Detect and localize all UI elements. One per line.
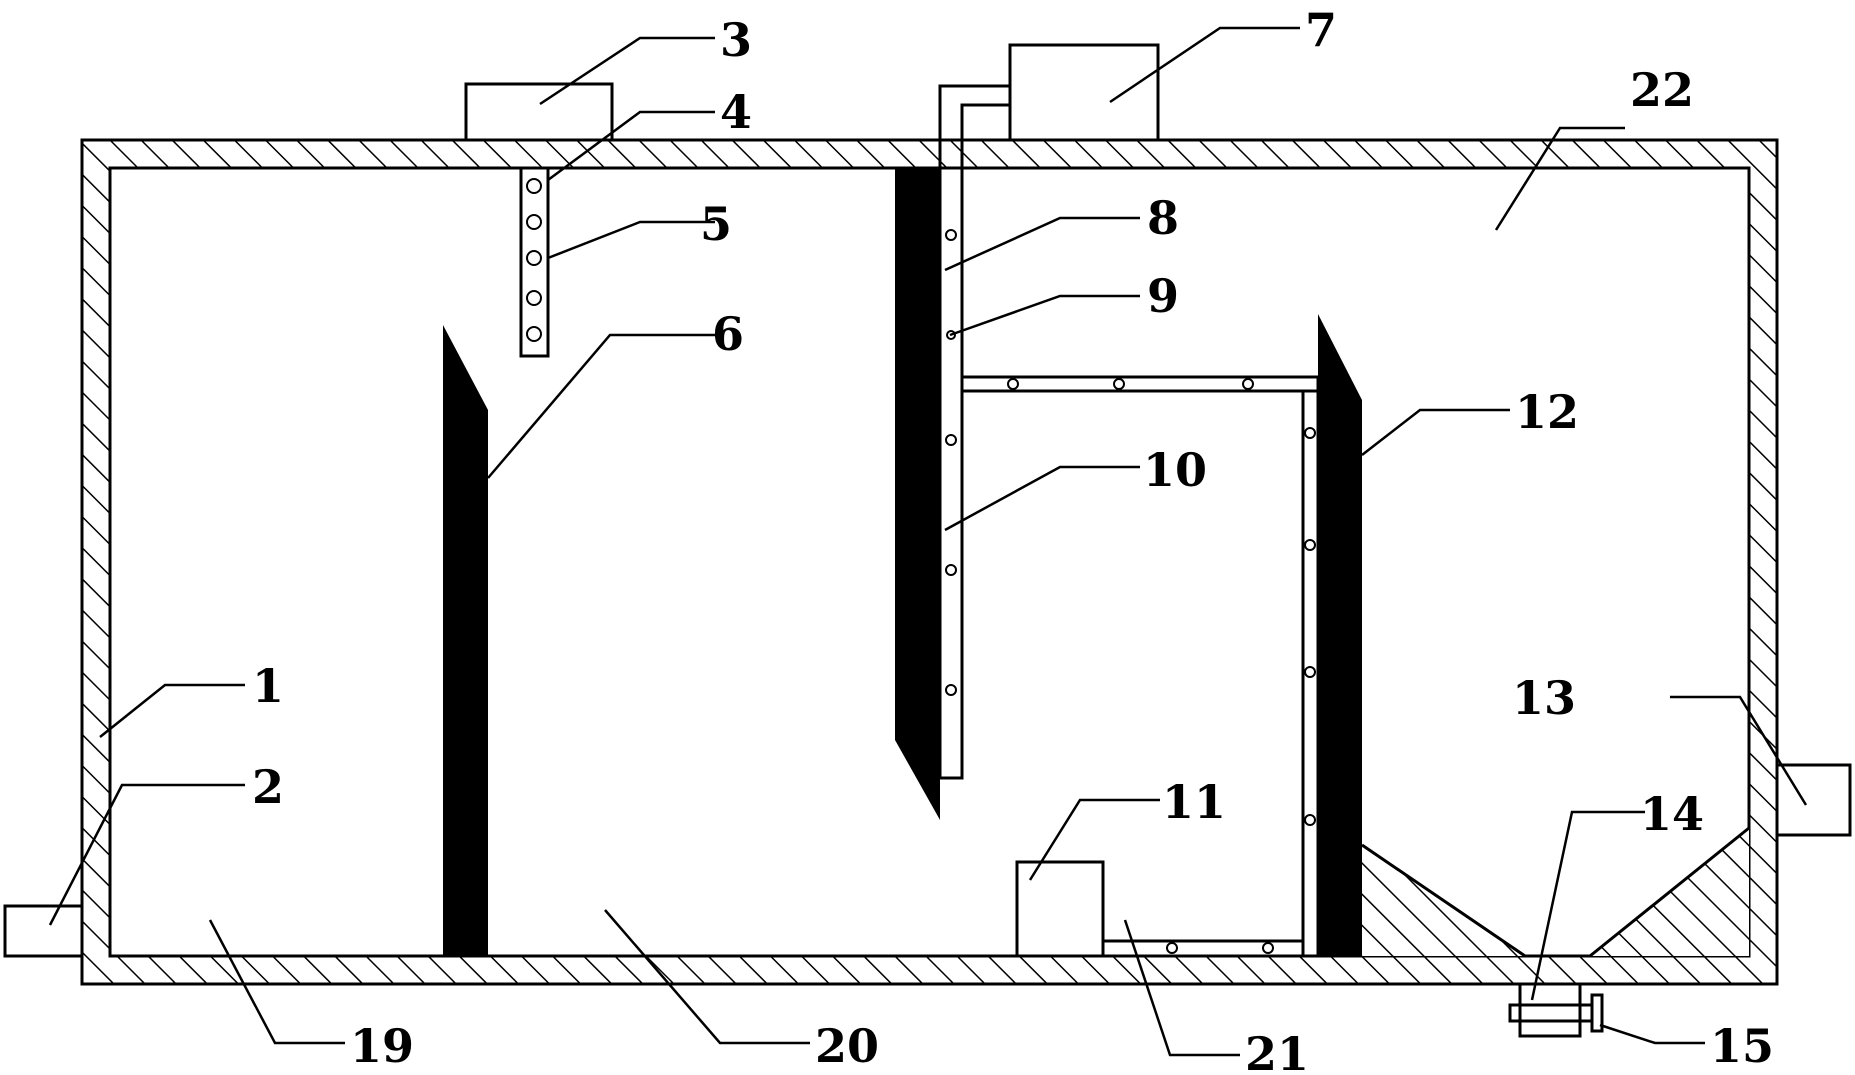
label-7: 7 bbox=[1305, 3, 1337, 57]
label-2: 2 bbox=[252, 760, 284, 814]
aeration-pipe-right-holes bbox=[1304, 427, 1316, 826]
label-5: 5 bbox=[700, 197, 732, 251]
outlet-pipe bbox=[1775, 763, 1852, 837]
label-21: 21 bbox=[1245, 1027, 1309, 1075]
hanging-baffle bbox=[895, 168, 940, 820]
label-10: 10 bbox=[1143, 443, 1207, 497]
sludge-hopper-fill bbox=[1362, 828, 1749, 956]
pump-box bbox=[1015, 860, 1105, 958]
label-22: 22 bbox=[1630, 63, 1694, 117]
air-pipe-inner bbox=[960, 103, 1010, 168]
aeration-pipe-vertical bbox=[938, 166, 964, 780]
label-20: 20 bbox=[815, 1019, 879, 1073]
label-15: 15 bbox=[1710, 1019, 1774, 1073]
perforated-pipe bbox=[519, 166, 550, 358]
baffle-12 bbox=[1318, 314, 1362, 956]
inlet-pipe bbox=[3, 904, 84, 958]
label-19: 19 bbox=[350, 1019, 414, 1073]
label-9: 9 bbox=[1147, 269, 1179, 323]
sludge-hopper-slope-left bbox=[1361, 843, 1526, 958]
label-1: 1 bbox=[252, 659, 284, 713]
blower-device bbox=[1008, 43, 1160, 142]
drain-valve-handle bbox=[1590, 993, 1604, 1033]
dosing-device bbox=[464, 82, 614, 142]
label-4: 4 bbox=[720, 85, 752, 139]
label-13: 13 bbox=[1512, 671, 1576, 725]
label-6: 6 bbox=[712, 307, 744, 361]
baffle-6 bbox=[443, 325, 488, 956]
aeration-pipe-bottom-holes bbox=[1166, 942, 1274, 954]
label-8: 8 bbox=[1147, 191, 1179, 245]
label-11: 11 bbox=[1162, 775, 1226, 829]
drain-pipe bbox=[1518, 982, 1582, 1038]
aeration-pipe-top-holes bbox=[1007, 378, 1254, 390]
aeration-pipe-vertical-holes bbox=[945, 229, 957, 696]
leader-lines bbox=[48, 26, 1808, 1057]
sludge-hopper-slope-right bbox=[1589, 826, 1750, 958]
label-12: 12 bbox=[1515, 385, 1579, 439]
label-3: 3 bbox=[720, 13, 752, 67]
air-pipe-outer bbox=[938, 84, 1010, 168]
perforated-pipe-holes bbox=[526, 178, 542, 342]
label-14: 14 bbox=[1640, 787, 1704, 841]
